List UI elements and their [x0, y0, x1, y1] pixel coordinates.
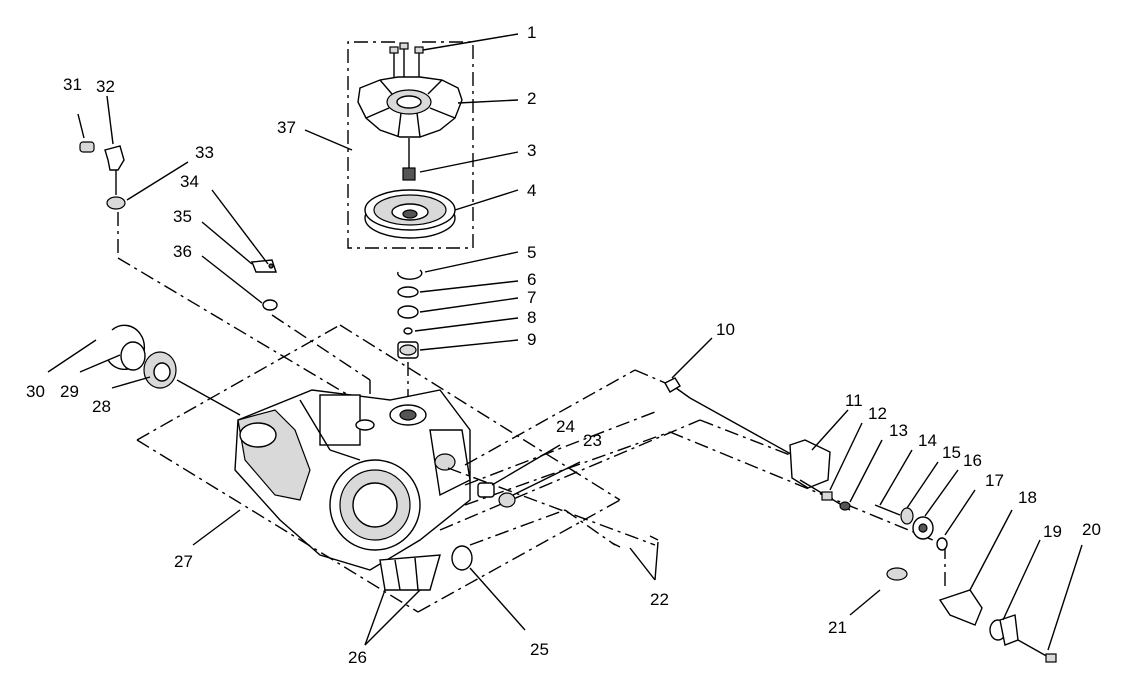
transaxle-housing — [234, 389, 471, 591]
callout-5: 5 — [527, 243, 536, 262]
control-bracket — [789, 439, 831, 489]
drive-pulley — [364, 189, 456, 239]
control-bolt — [664, 377, 799, 459]
callout-8: 8 — [527, 308, 536, 327]
leader-lines — [47, 33, 1083, 651]
callout-35: 35 — [173, 207, 192, 226]
callout-20: 20 — [1082, 520, 1101, 539]
spacer — [498, 492, 516, 508]
callout-7: 7 — [527, 288, 536, 307]
callout-21: 21 — [828, 618, 847, 637]
callout-31: 31 — [63, 75, 82, 94]
flat-washer — [886, 567, 908, 581]
callout-25: 25 — [530, 640, 549, 659]
breather-cap — [106, 196, 126, 210]
callout-11: 11 — [845, 391, 863, 410]
callout-3: 3 — [527, 141, 536, 160]
callout-28: 28 — [92, 397, 111, 416]
retaining-ring — [397, 269, 423, 280]
seal-plug — [451, 545, 473, 571]
bushing — [477, 482, 495, 498]
washer — [397, 286, 419, 298]
oil-seal — [120, 341, 146, 371]
seal-ring — [397, 305, 419, 319]
callout-36: 36 — [173, 242, 192, 261]
callout-16: 16 — [963, 451, 982, 470]
callout-6: 6 — [527, 270, 536, 289]
friction-washer — [900, 507, 914, 525]
cooling-fan — [357, 76, 463, 138]
callout-26: 26 — [348, 648, 367, 667]
callout-27: 27 — [174, 552, 193, 571]
lock-nut — [839, 501, 851, 511]
callout-13: 13 — [889, 421, 908, 440]
callout-1: 1 — [527, 23, 536, 42]
spring-washer — [936, 537, 948, 551]
callout-14: 14 — [918, 431, 937, 450]
callout-17: 17 — [985, 471, 1004, 490]
callout-37: 37 — [277, 118, 296, 137]
callout-32: 32 — [96, 77, 115, 96]
pivot-spacer — [821, 491, 833, 501]
callout-15: 15 — [942, 443, 961, 462]
callout-30: 30 — [26, 382, 45, 401]
callout-18: 18 — [1018, 488, 1037, 507]
callout-24: 24 — [556, 417, 575, 436]
callout-labels: 1 2 3 4 5 6 7 8 9 10 11 12 13 14 15 16 1… — [26, 23, 1101, 667]
callout-34: 34 — [180, 172, 199, 191]
callout-33: 33 — [195, 143, 214, 162]
axle-bearing-group — [107, 324, 241, 416]
input-bearing — [399, 344, 417, 356]
callout-12: 12 — [868, 404, 887, 423]
bolt-and-washer — [251, 259, 371, 430]
callout-9: 9 — [527, 330, 536, 349]
callout-10: 10 — [716, 320, 735, 339]
control-arm — [938, 589, 983, 626]
callout-4: 4 — [527, 181, 536, 200]
hex-nut — [402, 167, 416, 181]
callout-19: 19 — [1043, 522, 1062, 541]
elbow-fitting — [104, 145, 125, 171]
callout-2: 2 — [527, 89, 536, 108]
callout-23: 23 — [583, 431, 602, 450]
plug-fitting — [79, 141, 95, 153]
callout-22: 22 — [650, 590, 669, 609]
callout-29: 29 — [60, 382, 79, 401]
pulley-assembly-group — [347, 41, 474, 249]
breather-fittings — [79, 141, 366, 406]
arm-bolt-head — [1045, 653, 1057, 663]
small-washer — [403, 327, 413, 335]
control-arm-assembly — [789, 439, 1057, 663]
